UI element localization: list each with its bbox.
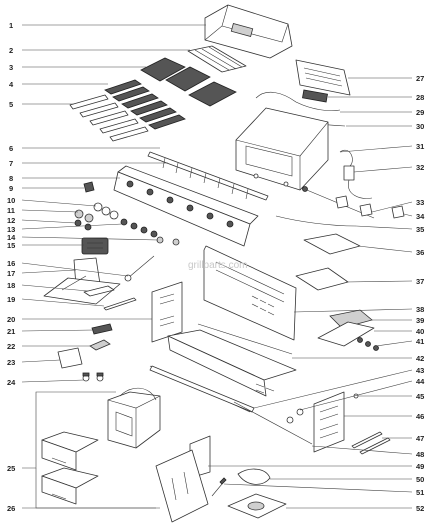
part-casters-24 (82, 372, 104, 382)
part-igniter-51 (211, 477, 227, 497)
part-bracket-23 (57, 347, 83, 369)
callout-51: 51 (416, 488, 424, 497)
part-side-shelf (43, 257, 121, 305)
callout-3: 3 (9, 63, 13, 72)
part-rail-48 (233, 401, 313, 445)
part-back-panel (203, 245, 297, 341)
part-rotisserie-motor (339, 150, 373, 199)
callout-32: 32 (416, 163, 424, 172)
callout-28: 28 (416, 93, 424, 102)
part-rotisserie-bracket (391, 205, 405, 219)
callout-36: 36 (416, 248, 424, 257)
part-rotisserie-spit (301, 186, 375, 219)
callout-25: 25 (7, 464, 15, 473)
part-bracket-21 (91, 323, 113, 335)
callout-49: 49 (416, 462, 424, 471)
part-side-panel (151, 281, 183, 343)
callout-numbers: 1 2 3 4 5 6 7 8 9 10 11 12 13 14 15 16 1… (7, 21, 425, 513)
part-grill-body (235, 107, 329, 191)
part-rear-panel (295, 59, 351, 96)
callout-15: 15 (7, 241, 15, 250)
callout-31: 31 (416, 142, 424, 151)
part-strip (103, 297, 137, 311)
callout-18: 18 (7, 281, 15, 290)
part-cooking-grids (140, 57, 237, 107)
callout-17: 17 (7, 269, 15, 278)
callout-10: 10 (7, 196, 15, 205)
callout-44: 44 (416, 377, 425, 386)
callout-1: 1 (9, 21, 13, 30)
callout-5: 5 (9, 100, 13, 109)
callout-45: 45 (416, 392, 424, 401)
callout-12: 12 (7, 216, 15, 225)
callout-38: 38 (416, 305, 424, 314)
part-side-panel-46 (313, 391, 345, 453)
callout-21: 21 (7, 327, 15, 336)
part-ignition-module (81, 237, 109, 255)
callout-23: 23 (7, 358, 15, 367)
callout-16: 16 (7, 259, 15, 268)
callout-46: 46 (416, 412, 424, 421)
callout-48: 48 (416, 450, 424, 459)
part-cover-50 (237, 468, 271, 485)
callout-37: 37 (416, 277, 424, 286)
callout-33: 33 (416, 198, 424, 207)
callout-50: 50 (416, 475, 424, 484)
part-flame-tamers (104, 79, 186, 130)
part-doors-26 (155, 449, 209, 523)
part-rod (124, 255, 155, 282)
part-cover-22 (89, 339, 111, 351)
callout-22: 22 (7, 342, 15, 351)
callout-41: 41 (416, 337, 424, 346)
part-ash-cup-52 (227, 493, 287, 519)
watermark: grillparts.com (188, 260, 247, 271)
callout-42: 42 (416, 354, 424, 363)
callout-30: 30 (416, 122, 424, 131)
callout-4: 4 (9, 80, 14, 89)
callout-26: 26 (7, 504, 15, 513)
part-hinges-47 (351, 431, 391, 455)
part-control-panel (113, 165, 259, 247)
callout-47: 47 (416, 434, 424, 443)
callout-52: 52 (416, 504, 424, 513)
callout-24: 24 (7, 378, 16, 387)
part-drip-tray-36 (303, 233, 361, 255)
callout-20: 20 (7, 315, 15, 324)
part-rear-burner (302, 89, 328, 103)
callout-29: 29 (416, 108, 424, 117)
callout-35: 35 (416, 225, 424, 234)
callout-27: 27 (416, 74, 424, 83)
callout-34: 34 (416, 212, 425, 221)
leader-lines (21, 24, 413, 509)
part-warming-rack (187, 45, 247, 73)
callout-2: 2 (9, 46, 13, 55)
callout-7: 7 (9, 159, 13, 168)
part-wire (275, 215, 357, 227)
callout-19: 19 (7, 295, 15, 304)
callout-40: 40 (416, 327, 424, 336)
callout-9: 9 (9, 184, 13, 193)
part-drip-tray-37 (295, 267, 349, 291)
part-lid (204, 4, 293, 59)
callout-8: 8 (9, 174, 13, 183)
callout-11: 11 (7, 206, 15, 215)
callout-14: 14 (7, 233, 16, 242)
part-burners (69, 94, 149, 142)
callout-43: 43 (416, 366, 424, 375)
callout-6: 6 (9, 144, 13, 153)
part-drawer-assembly (41, 387, 161, 505)
callout-39: 39 (416, 316, 424, 325)
part-casters-44 (286, 408, 304, 424)
part-side-burner (317, 309, 379, 351)
callout-13: 13 (7, 225, 15, 234)
